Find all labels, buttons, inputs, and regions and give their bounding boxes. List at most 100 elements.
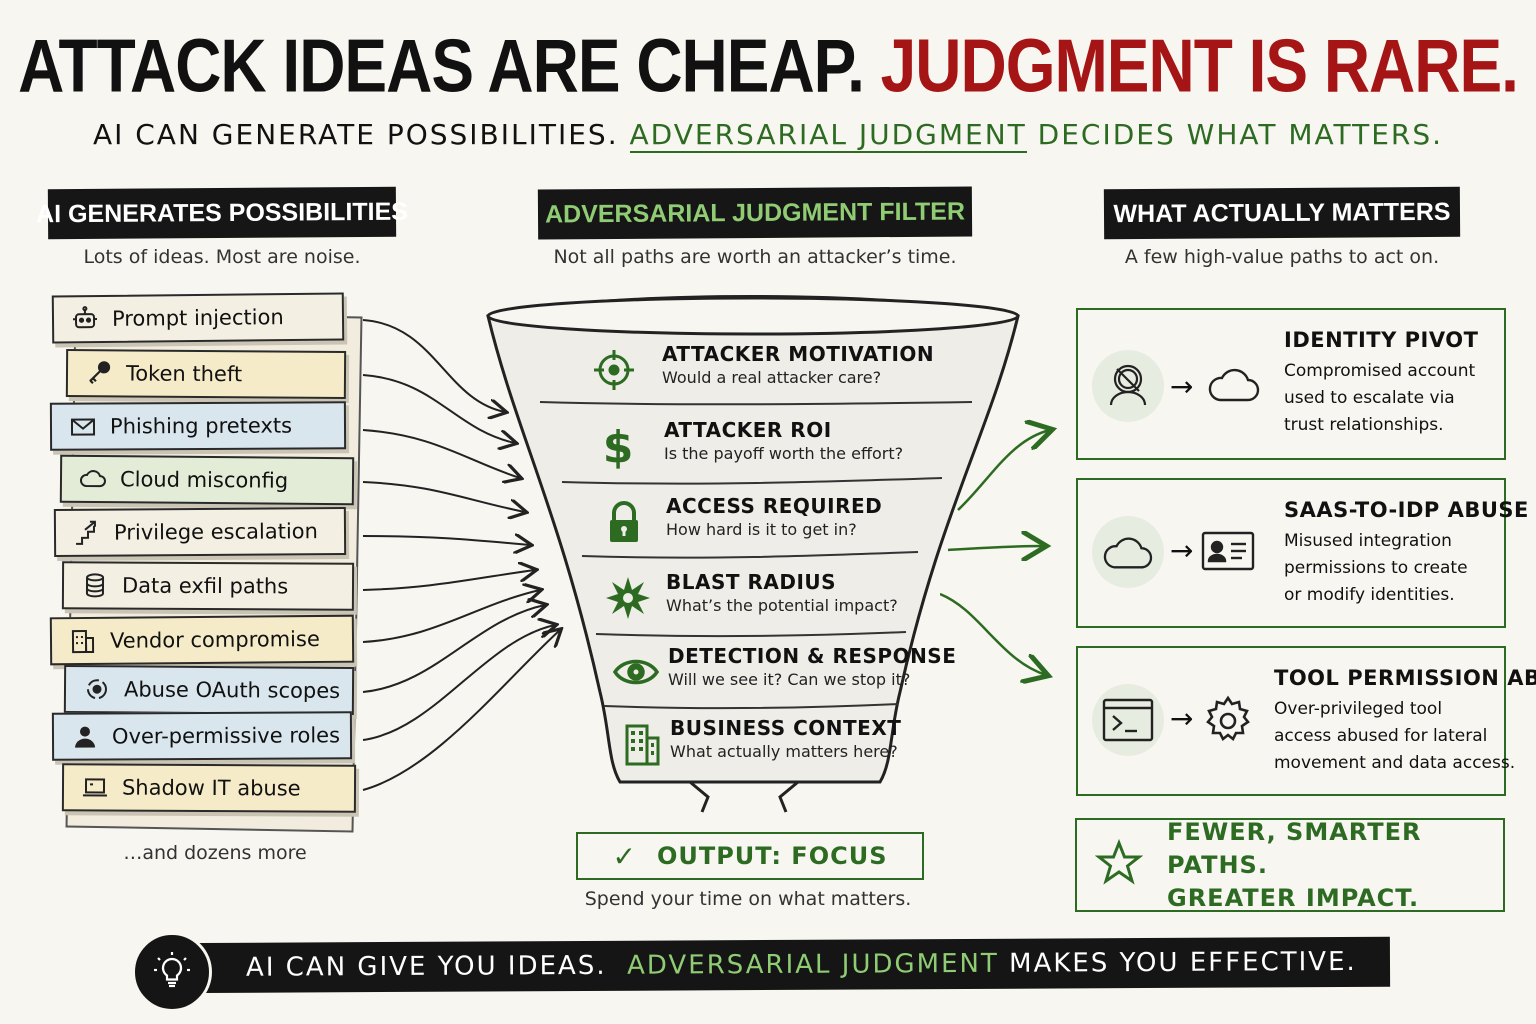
left-column-header: AI GENERATES POSSIBILITIES [36,186,408,240]
right-column-subtitle: A few high-value paths to act on. [1124,246,1440,268]
summary-box: FEWER, SMARTER PATHS. GREATER IMPACT. [1075,818,1505,912]
filter-detection-response: DETECTION & RESPONSE Will we see it? Can … [608,644,956,700]
banner-highlight: ADVERSARIAL JUDGMENT [627,948,999,981]
bottom-banner: AI CAN GIVE YOU IDEAS. ADVERSARIAL JUDGM… [149,936,1391,994]
idea-label: Phishing pretexts [109,413,293,439]
idea-card-prompt-injection: Prompt injection [51,292,345,344]
eye-icon [608,644,664,700]
right-column-header: WHAT ACTUALLY MATTERS [1103,186,1461,240]
user-icon [70,722,100,752]
page-subtitle: AI CAN GENERATE POSSIBILITIES. ADVERSARI… [0,118,1536,153]
result-description: Over-privileged tool access abused for l… [1274,699,1516,773]
result-card-saas-idp: → SAAS-TO-IDP ABUSE Misused integration … [1076,478,1528,628]
result-arrows [940,410,1060,690]
filter-title: ACCESS REQUIRED [666,494,883,518]
left-column-subtitle: Lots of ideas. Most are noise. [83,246,361,268]
idea-label: Over-permissive roles [111,723,341,749]
subtitle-part2: DECIDES WHAT MATTERS. [1037,118,1444,151]
lightbulb-icon [132,932,212,1012]
database-icon [80,570,110,600]
filter-title: ATTACKER ROI [664,418,832,442]
cloud-icon [78,464,108,494]
oauth-icon [82,674,112,704]
terminal-icon [1092,684,1164,756]
result-title: TOOL PERMISSION ABUSE [1274,666,1536,690]
banner-part1: AI CAN GIVE YOU IDEAS. [245,950,607,983]
result-card-identity-pivot: → IDENTITY PIVOT Compromised account use… [1076,308,1506,460]
result-card-tool-permission: → TOOL PERMISSION ABUSE Over-privileged … [1076,646,1536,796]
target-icon [586,342,642,398]
filter-subtitle: What actually matters here? [670,742,898,761]
filter-subtitle: What’s the potential impact? [666,596,898,615]
cloud-icon [1206,360,1262,412]
middle-column-header: ADVERSARIAL JUDGMENT FILTER [537,186,973,240]
result-title: SAAS-TO-IDP ABUSE [1284,498,1529,522]
idea-arrows [362,319,565,791]
idea-card-shadow-it: Shadow IT abuse [61,763,357,813]
idea-card-privilege-escalation: Privilege escalation [53,506,347,558]
laptop-icon [80,772,110,802]
idea-label: Data exfil paths [121,573,289,599]
judgment-funnel [486,295,1020,813]
office-building-icon [614,716,670,772]
filter-title: ATTACKER MOTIVATION [662,342,935,366]
idea-card-over-permissive-roles: Over-permissive roles [51,711,353,761]
idea-label: Prompt injection [111,305,284,331]
result-description: Misused integration permissions to creat… [1284,531,1468,605]
explosion-icon [600,570,656,626]
building-icon [68,626,98,656]
filter-attacker-motivation: ATTACKER MOTIVATION Would a real attacker… [586,342,934,398]
idea-card-data-exfil: Data exfil paths [61,561,355,611]
filter-subtitle: How hard is it to get in? [666,520,857,539]
title-part2: JUDGMENT IS RARE. [880,23,1519,109]
stairs-icon [72,518,102,548]
filter-blast-radius: BLAST RADIUS What’s the potential impact? [600,570,898,626]
idea-label: Vendor compromise [109,626,320,653]
middle-column-subtitle: Not all paths are worth an attacker’s ti… [553,246,957,268]
filter-attacker-roi: $ ATTACKER ROI Is the payoff worth the ef… [590,418,903,474]
key-icon [84,358,114,388]
idea-card-cloud-misconfig: Cloud misconfig [59,454,355,506]
arrow-right-icon: → [1170,702,1194,735]
subtitle-part1: AI CAN GENERATE POSSIBILITIES. [92,118,619,151]
star-icon [1094,838,1144,891]
result-title: IDENTITY PIVOT [1284,328,1479,352]
filter-title: BLAST RADIUS [666,570,837,594]
filter-business-context: BUSINESS CONTEXT What actually matters he… [614,716,901,772]
filter-title: DETECTION & RESPONSE [668,644,957,668]
account-compromise-icon [1092,350,1164,422]
idea-card-phishing-pretexts: Phishing pretexts [49,401,347,451]
output-label: OUTPUT: FOCUS [656,842,888,870]
robot-icon [70,304,100,334]
check-icon: ✓ [612,839,637,873]
idea-card-oauth-scopes: Abuse OAuth scopes [63,664,355,716]
svg-text:$: $ [603,422,634,470]
output-focus-box: ✓ OUTPUT: FOCUS [576,832,924,880]
filter-subtitle: Would a real attacker care? [662,368,882,387]
page-title: ATTACK IDEAS ARE CHEAP. JUDGMENT IS RARE… [0,22,1536,109]
idea-label: Token theft [125,361,243,387]
id-card-icon [1200,528,1256,578]
title-part1: ATTACK IDEAS ARE CHEAP. [18,23,865,109]
envelope-icon [68,412,98,442]
cloud-icon [1092,516,1164,588]
output-subtitle: Spend your time on what matters. [584,888,912,910]
idea-label: Cloud misconfig [119,467,289,493]
idea-card-vendor-compromise: Vendor compromise [49,614,355,666]
summary-text: FEWER, SMARTER PATHS. GREATER IMPACT. [1167,817,1422,912]
idea-label: Shadow IT abuse [121,775,301,801]
filter-subtitle: Will we see it? Can we stop it? [668,670,911,689]
filter-title: BUSINESS CONTEXT [670,716,902,740]
filter-access-required: ACCESS REQUIRED How hard is it to get in? [596,494,882,550]
subtitle-highlight: ADVERSARIAL JUDGMENT [629,118,1027,153]
arrow-right-icon: → [1170,534,1194,567]
idea-label: Privilege escalation [113,519,319,545]
lock-icon [596,494,652,550]
idea-card-token-theft: Token theft [65,349,347,399]
dollar-icon: $ [590,418,646,474]
filter-subtitle: Is the payoff worth the effort? [664,444,904,463]
arrow-right-icon: → [1170,370,1194,403]
ideas-more-label: …and dozens more [123,842,307,864]
banner-part2: MAKES YOU EFFECTIVE. [1009,946,1357,979]
result-description: Compromised account used to escalate via… [1284,361,1476,435]
